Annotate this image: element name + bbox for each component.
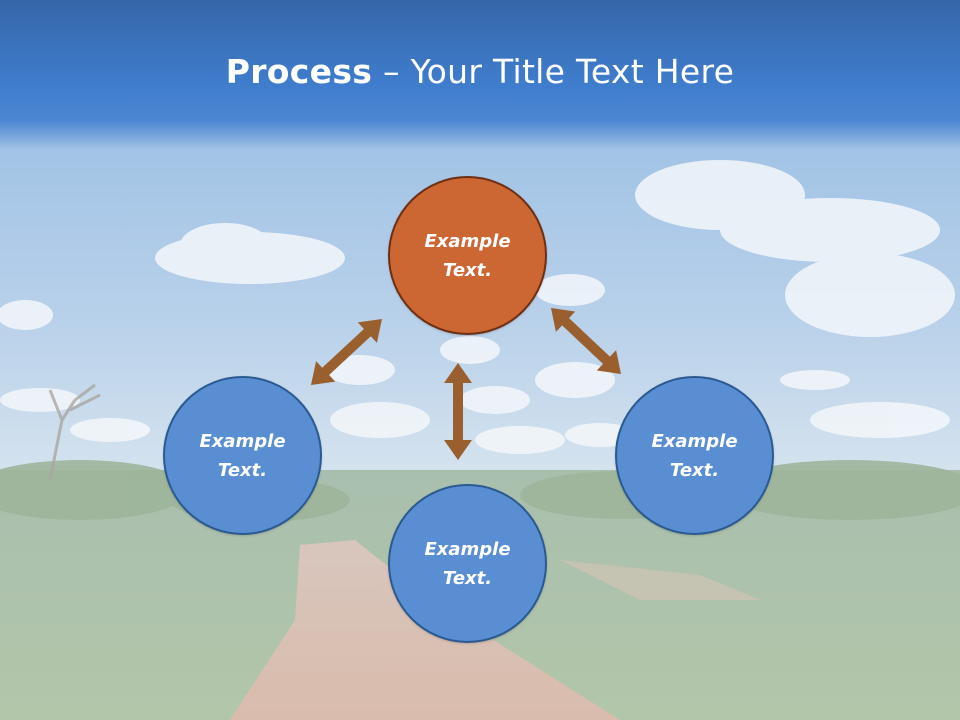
title-bold: Process (225, 52, 373, 91)
clouds (0, 160, 955, 454)
arrow-top-left (311, 319, 382, 385)
node-left-line1: Example (199, 430, 286, 452)
node-bottom-line1: Example (424, 538, 511, 560)
node-right-line2: Text. (669, 459, 720, 481)
bare-tree (48, 383, 101, 481)
title-rest: – Your Title Text Here (372, 52, 735, 91)
node-top-line2: Text. (442, 259, 493, 281)
node-bottom-line2: Text. (442, 567, 493, 589)
node-left-line2: Text. (217, 459, 268, 481)
slide-title: Process – Your Title Text Here (0, 52, 960, 91)
node-right-line1: Example (651, 430, 738, 452)
node-top-line1: Example (424, 230, 511, 252)
arrow-top-bottom (444, 363, 472, 460)
title-band (0, 0, 960, 150)
arrow-top-right (551, 308, 621, 374)
